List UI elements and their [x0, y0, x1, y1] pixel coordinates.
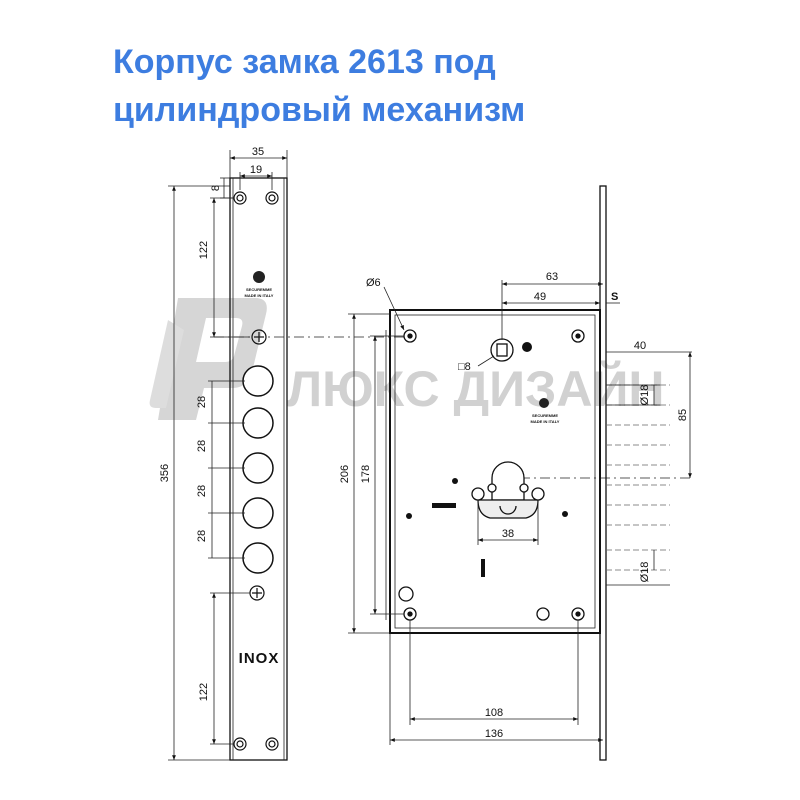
- lockbody-brand: SECUREMME: [532, 413, 558, 418]
- title-line-1: Корпус замка 2613 под: [113, 43, 496, 81]
- dim-bolt-pitch: 28: [196, 530, 208, 542]
- lockbody-brand-sub: MADE IN ITALY: [531, 419, 560, 424]
- faceplate-outline: [229, 177, 288, 761]
- lockbody-dimensions: Ø6 63 49 S □8 206 178 38 40 85: [339, 271, 692, 745]
- dim-backset-outer: 63: [546, 271, 558, 283]
- lock-case-outline: [389, 309, 601, 634]
- dim-total-width: 136: [485, 728, 503, 740]
- dim-height-outer: 206: [339, 465, 351, 483]
- dim-top-offset: 8: [210, 185, 222, 191]
- dim-cylinder-width: 38: [502, 528, 514, 540]
- faceplate-brand-logo: SECUREMME MADE IN ITALY: [245, 271, 274, 298]
- dim-lower-section: 122: [198, 683, 210, 701]
- faceplate-screw-icon: [249, 585, 265, 601]
- dim-bolt-diameter-bottom: Ø18: [639, 562, 651, 583]
- faceplate-label: INOX: [239, 650, 280, 667]
- page-title: Корпус замка 2613 под цилиндровый механи…: [113, 38, 773, 134]
- cylinder-cutout: [471, 461, 545, 519]
- dim-square-spindle: □8: [458, 361, 471, 373]
- key-slot: [481, 559, 485, 577]
- dim-bolt-span: 85: [677, 409, 689, 421]
- dim-bolt-pitch: 28: [196, 440, 208, 452]
- title-line-2: цилиндровый механизм: [113, 91, 526, 129]
- dim-bottom-hole-span: 108: [485, 707, 503, 719]
- lock-body: SECUREMME MADE IN ITALY: [385, 185, 670, 761]
- dim-plate-thickness: S: [611, 291, 618, 303]
- dim-cylinder-to-top: 40: [634, 340, 646, 352]
- dim-hole-diameter: Ø6: [366, 277, 381, 289]
- dim-upper-section: 122: [198, 241, 210, 259]
- dim-height-inner: 178: [360, 465, 372, 483]
- watermark: ЛЮКС ДИЗАЙН: [149, 298, 665, 420]
- dim-backset-inner: 49: [534, 291, 546, 303]
- watermark-text: ЛЮКС ДИЗАЙН: [287, 360, 665, 417]
- alignment-lines: [214, 336, 690, 479]
- faceplate: SECUREMME MADE IN ITALY INOX: [229, 177, 288, 761]
- latch-slot: [432, 503, 456, 508]
- faceplate-dimensions: 35 19 8 356 122 28 28 28 28 1: [159, 146, 288, 761]
- faceplate-mount-holes: [233, 191, 279, 751]
- watermark-logo-icon: [149, 298, 267, 420]
- dim-bolt-pitch: 28: [196, 396, 208, 408]
- dim-hole-spacing: 19: [250, 164, 262, 176]
- spindle-hub: [490, 338, 514, 362]
- rivets: [406, 342, 568, 519]
- faceplate-brand: SECUREMME: [246, 287, 272, 292]
- dim-bolt-diameter-top: Ø18: [639, 385, 651, 406]
- faceplate-brand-sub: MADE IN ITALY: [245, 293, 274, 298]
- lockbody-brand-logo: SECUREMME MADE IN ITALY: [531, 398, 560, 424]
- dim-total-height: 356: [159, 464, 171, 482]
- dim-faceplate-width: 35: [252, 146, 264, 158]
- dim-bolt-pitch: 28: [196, 485, 208, 497]
- faceplate-bolt-holes: [242, 365, 274, 574]
